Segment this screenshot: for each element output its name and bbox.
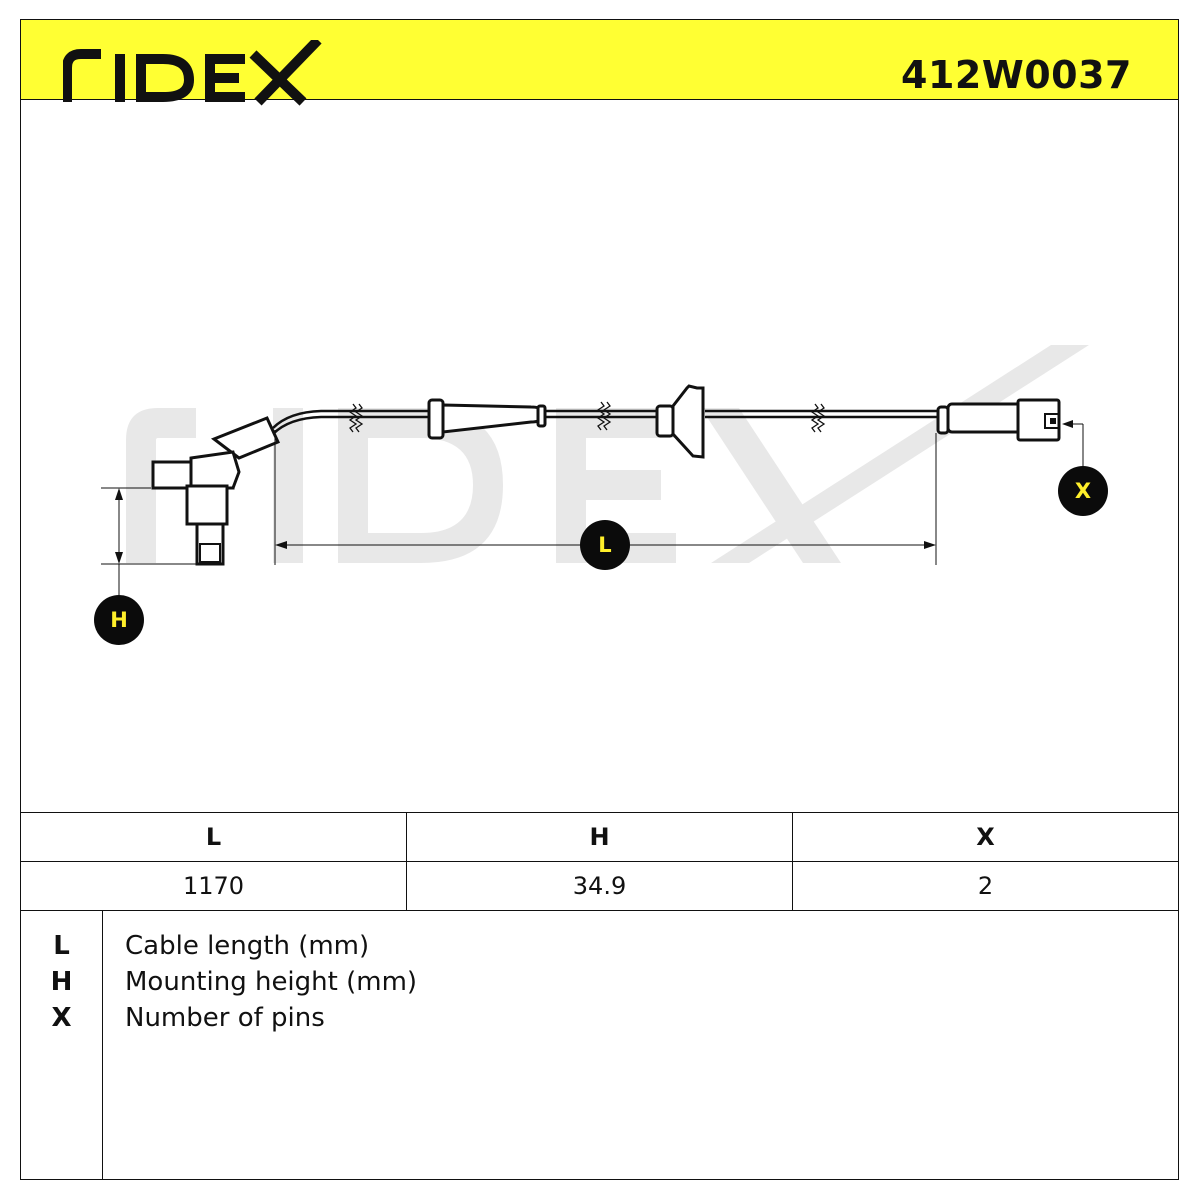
grommet-1: [427, 398, 547, 440]
spec-value-row: 1170 34.9 2: [20, 861, 1179, 911]
pin-pointer: [1066, 423, 1084, 468]
legend-item: X Number of pins: [21, 1000, 1178, 1036]
cable: [272, 409, 938, 435]
legend-key: X: [51, 1003, 72, 1033]
spec-header-X: X: [792, 812, 1179, 862]
spec-value-L: 1170: [20, 861, 407, 911]
dimension-H: [101, 487, 197, 595]
badge-L: L: [580, 520, 630, 570]
legend-desc: Cable length (mm): [125, 931, 370, 961]
legend-item: L Cable length (mm): [21, 928, 1178, 964]
sensor-head: [151, 416, 281, 566]
legend-key: L: [53, 931, 70, 961]
header-band: 412W0037: [20, 19, 1179, 106]
pin-pointer-arrow: [1062, 420, 1073, 428]
dimension-L-arrow-right: [924, 541, 936, 549]
legend: L Cable length (mm) H Mounting height (m…: [20, 910, 1179, 1180]
legend-desc: Mounting height (mm): [125, 967, 418, 997]
spec-header-row: L H X: [20, 812, 1179, 862]
spec-value-X: 2: [792, 861, 1179, 911]
dimension-L-arrow-left: [275, 541, 287, 549]
legend-divider: [102, 911, 103, 1179]
legend-desc: Number of pins: [125, 1003, 325, 1033]
part-number: 412W0037: [901, 53, 1132, 97]
spec-table: L H X 1170 34.9 2: [20, 812, 1179, 911]
ridex-logo: [63, 40, 322, 106]
watermark: [126, 345, 1089, 563]
spec-value-H: 34.9: [406, 861, 793, 911]
sensor-drawing: [101, 345, 1089, 595]
connector: [936, 398, 1061, 442]
break-marks: [348, 401, 826, 433]
spec-header-L: L: [20, 812, 407, 862]
badge-X: X: [1058, 466, 1108, 516]
grommet-2: [655, 384, 705, 459]
technical-drawing: L H X: [21, 100, 1178, 812]
badge-H: H: [94, 595, 144, 645]
dimension-H-arrow-bottom: [115, 552, 123, 564]
dimension-H-arrow-top: [115, 488, 123, 500]
legend-key: H: [50, 967, 73, 997]
legend-item: H Mounting height (mm): [21, 964, 1178, 1000]
spec-header-H: H: [406, 812, 793, 862]
